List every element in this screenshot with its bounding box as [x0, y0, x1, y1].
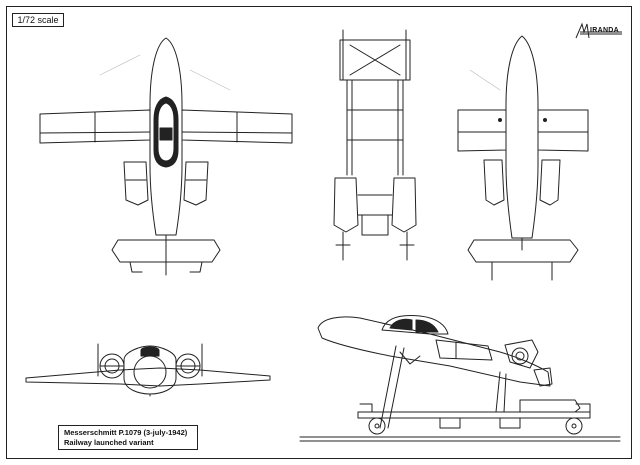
bottom-view [458, 36, 588, 280]
miranda-logo: M [575, 22, 622, 39]
title-block: Messerschmitt P.1079 (3-july-1942) Railw… [58, 425, 198, 450]
bottom-view-engine-right [540, 160, 560, 205]
bottom-view-wing-left [458, 110, 506, 151]
front-view [26, 344, 270, 396]
front-view-fuselage [124, 346, 176, 394]
side-view-engine [436, 340, 492, 360]
title-line-2: Railway launched variant [64, 438, 154, 447]
scale-label: 1/72 scale [12, 13, 64, 27]
sheet-border [6, 6, 632, 459]
bottom-view-wing-right [538, 110, 588, 151]
bottom-view-fuselage [506, 36, 538, 238]
side-view-canopy [382, 316, 448, 334]
cart-engine-left [334, 178, 358, 232]
cart-engine-right [392, 178, 416, 232]
top-view [40, 38, 292, 275]
top-view-tailplane [112, 240, 220, 262]
top-view-engine-right [184, 162, 208, 205]
bottom-view-tailplane [468, 240, 578, 262]
bottom-view-engine-left [484, 160, 504, 205]
launch-cart-frame [358, 412, 590, 418]
cart-front-view [334, 30, 416, 260]
side-view-on-cart [300, 316, 620, 441]
side-view-fuselage [318, 317, 550, 386]
front-view-wing [26, 368, 270, 386]
top-view-engine-left [124, 162, 148, 205]
top-view-wing-right [182, 110, 292, 143]
cart-wheel-front [369, 418, 385, 434]
cart-wheel-rear [566, 418, 582, 434]
construction-lines [100, 55, 500, 90]
logo-text: IRANDA [590, 27, 620, 34]
title-line-1: Messerschmitt P.1079 (3-july-1942) [64, 428, 188, 437]
